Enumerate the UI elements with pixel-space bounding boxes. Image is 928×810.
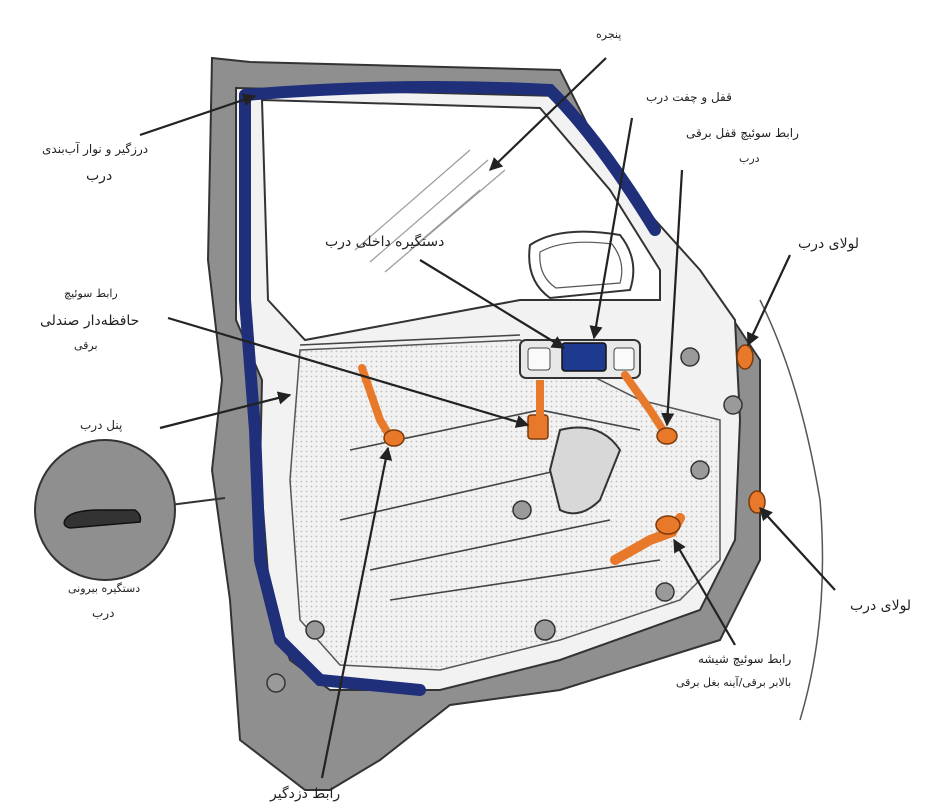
connectors — [358, 344, 766, 565]
window-switch-arrow — [673, 538, 736, 646]
lower-hinge-arrow — [759, 507, 836, 591]
bolts — [266, 347, 743, 693]
label-seat-switch-line1: رابط سوئیچ — [64, 287, 118, 300]
lock-switch-arrow — [661, 169, 684, 427]
weatherstrip-seal-top — [239, 80, 661, 236]
lock-switch-connector-shape — [656, 427, 678, 445]
label-seat-switch-line2: حافظه‌دار صندلی — [40, 313, 140, 329]
glass-reflection — [354, 149, 506, 273]
label-window: پنجره — [596, 28, 622, 41]
weatherstrip-seal — [239, 89, 426, 696]
upper-hinge-shape — [736, 344, 754, 370]
label-lock-switch-line2: درب — [739, 152, 760, 165]
seat-switch-connector-shape — [527, 414, 549, 440]
lock-switch-blue — [561, 342, 607, 372]
label-window-switch-line1: رابط سوئیچ شیشه — [698, 652, 792, 666]
label-alarm-connector: رابط دزدگیر — [270, 786, 341, 802]
label-seat-switch-line3: برقی — [74, 339, 98, 352]
label-weatherstrip-line2: درب — [86, 168, 113, 184]
seat-switch-arrow — [167, 316, 530, 428]
label-weatherstrip-line1: درزگیر و نوار آب‌بندی — [42, 142, 149, 156]
lock-latch-arrow — [589, 117, 634, 340]
car-body-edge — [759, 299, 824, 721]
alarm-arrow — [320, 446, 393, 779]
upper-hinge-arrow — [747, 254, 791, 347]
label-arrows — [139, 57, 836, 779]
label-lock-switch-line1: رابط سوئیچ قفل برقی — [686, 126, 799, 140]
door-panel-arrow — [159, 391, 292, 430]
label-hinge-lower: لولای درب — [850, 598, 912, 614]
outer-handle-callout-line — [169, 497, 226, 506]
outer-handle-shape — [63, 509, 142, 529]
inner-door-handle — [548, 426, 622, 515]
window-switch-connector-shape — [655, 515, 681, 535]
alarm-connector-shape — [383, 429, 405, 447]
label-lock-latch: قفل و چفت درب — [646, 90, 732, 104]
weatherstrip-arrow — [139, 93, 257, 137]
inner-handle-arrow — [419, 259, 566, 349]
side-mirror — [528, 230, 635, 300]
label-inner-handle: دستگیره داخلی درب — [325, 234, 445, 250]
label-window-switch-line2: بالابر برقی/آینه بغل برقی — [676, 676, 792, 689]
label-door-panel: پنل درب — [80, 418, 123, 432]
window-arrow — [489, 57, 607, 171]
label-outer-handle-line1: دستگیره بیرونی — [68, 582, 141, 595]
label-outer-handle-line2: درب — [92, 606, 115, 620]
label-hinge-upper: لولای درب — [798, 236, 860, 252]
